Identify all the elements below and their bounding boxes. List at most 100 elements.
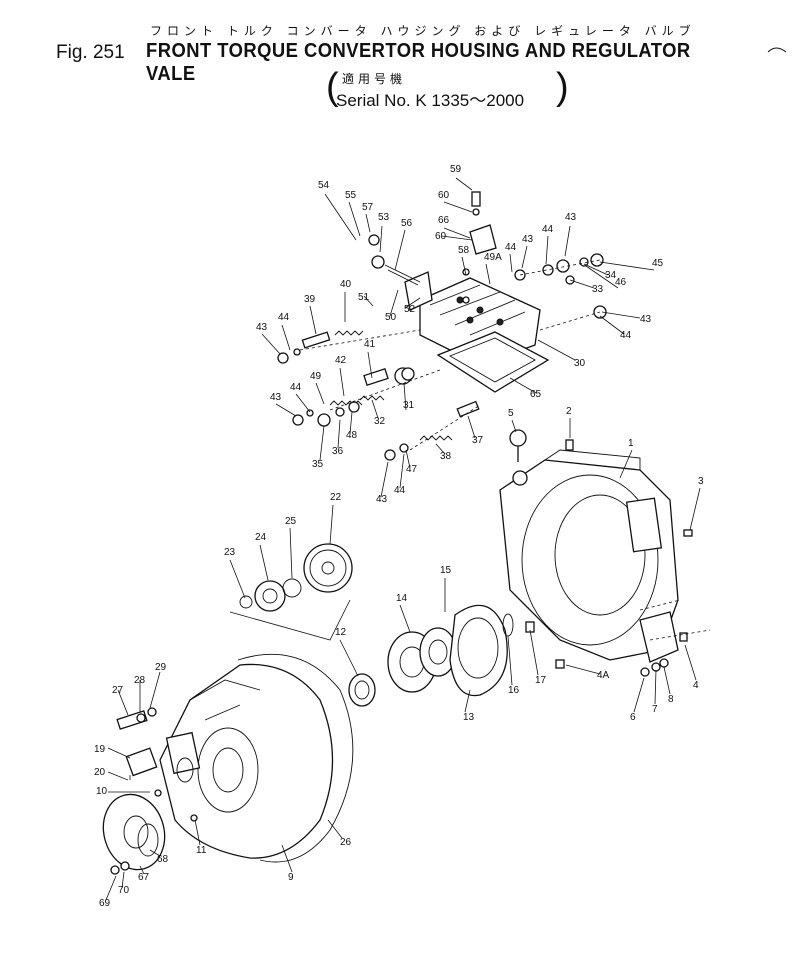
- paren-right: ): [556, 66, 569, 108]
- callout: 70: [118, 885, 130, 896]
- callout: 17: [535, 675, 547, 686]
- spring: [334, 330, 364, 336]
- callout: 54: [318, 180, 330, 191]
- callout: 60: [435, 231, 447, 242]
- callout: 42: [335, 355, 347, 366]
- callout: 60: [438, 190, 450, 201]
- callout: 53: [378, 212, 390, 223]
- callout: 45: [652, 258, 664, 269]
- callout: 29: [155, 662, 167, 673]
- callout: 11: [196, 845, 207, 856]
- callout: 43: [522, 234, 534, 245]
- callout: 47: [406, 464, 418, 475]
- callout: 10: [96, 786, 108, 797]
- japanese-title: フロント トルク コンバータ ハウジング および レギュレータ バルブ: [150, 24, 696, 38]
- callout: 13: [463, 712, 475, 723]
- bolt: [471, 191, 481, 207]
- leader-lines: [105, 177, 701, 901]
- callout: 50: [385, 312, 397, 323]
- callout: 40: [340, 279, 352, 290]
- callout: 33: [592, 284, 604, 295]
- spring: [359, 395, 385, 401]
- snap-ring: [282, 578, 302, 598]
- plunger: [301, 331, 331, 349]
- callout: 49A: [484, 252, 502, 263]
- eye-bolt: [509, 429, 527, 462]
- gear-stack: [229, 543, 514, 707]
- callout: 67: [138, 872, 150, 883]
- plunger: [456, 400, 480, 418]
- callout: 32: [374, 416, 386, 427]
- callout: 41: [364, 339, 376, 350]
- o-ring: [502, 613, 514, 637]
- callout: 43: [270, 392, 282, 403]
- usage-label: 適用号機: [342, 72, 407, 86]
- retainer: [449, 604, 508, 697]
- gear: [303, 543, 353, 593]
- mounting-pad: [625, 497, 663, 553]
- callout: 57: [362, 202, 374, 213]
- callout: 14: [396, 593, 408, 604]
- plate: [125, 747, 158, 777]
- header: フロント トルク コンバータ ハウジング および レギュレータ バルブ Fig.…: [0, 0, 792, 120]
- callout: 35: [312, 459, 324, 470]
- callout: 46: [615, 277, 627, 288]
- plunger: [363, 368, 389, 386]
- callout: 48: [346, 430, 358, 441]
- converter-housing: [499, 429, 711, 677]
- callout: 68: [157, 854, 169, 865]
- gasket-plate: [436, 331, 550, 393]
- callout: 5: [508, 408, 514, 419]
- oil-seal: [348, 673, 376, 707]
- seal-ring: [137, 823, 159, 857]
- callout: 4A: [597, 670, 610, 681]
- callout: 38: [440, 451, 452, 462]
- callout: 44: [542, 224, 554, 235]
- callout: 58: [458, 245, 470, 256]
- callout: 36: [332, 446, 344, 457]
- callout: 43: [640, 314, 652, 325]
- regulator-valve-assembly: [277, 191, 607, 461]
- spring: [419, 435, 453, 441]
- cover-plate: [639, 611, 679, 663]
- callout: 3: [698, 476, 704, 487]
- callout: 22: [330, 492, 342, 503]
- callout: 44: [505, 242, 517, 253]
- callout: 34: [605, 270, 617, 281]
- callout: 56: [401, 218, 413, 229]
- corner-mark: [767, 47, 787, 53]
- callout: 43: [256, 322, 268, 333]
- callout: 8: [668, 694, 674, 705]
- callout: 69: [99, 898, 111, 909]
- front-housing: [102, 653, 354, 875]
- callout: 31: [403, 400, 415, 411]
- callout: 16: [508, 685, 520, 696]
- callout: 44: [290, 382, 302, 393]
- callout: 49: [310, 371, 322, 382]
- callout: 43: [376, 494, 388, 505]
- callout: 19: [94, 744, 106, 755]
- paren-left: (: [326, 66, 339, 108]
- lever-arm: [384, 264, 421, 286]
- callout: 9: [288, 872, 294, 883]
- callout: 43: [565, 212, 577, 223]
- callout: 23: [224, 547, 236, 558]
- callout: 7: [652, 704, 658, 715]
- housing-flange: [237, 653, 354, 863]
- callout: 51: [358, 292, 370, 303]
- callout: 44: [394, 485, 406, 496]
- housing-body: [159, 663, 334, 859]
- callout: 20: [94, 767, 106, 778]
- callout: 15: [440, 565, 452, 576]
- bearing: [254, 580, 286, 612]
- callout: 52: [404, 304, 416, 315]
- callout: 4: [693, 680, 699, 691]
- callout: 44: [620, 330, 632, 341]
- callout: 30: [574, 358, 586, 369]
- end-cover: [102, 793, 166, 871]
- snap-ring: [239, 595, 253, 609]
- figure-number: Fig. 251: [56, 42, 125, 63]
- callout: 24: [255, 532, 267, 543]
- serial-range: Serial No. K 1335～2000: [336, 91, 525, 110]
